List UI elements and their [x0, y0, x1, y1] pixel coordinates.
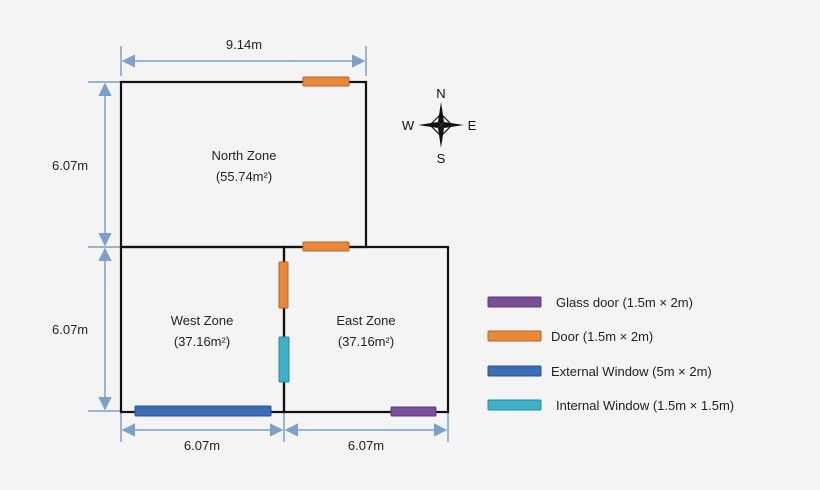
legend-swatch-internal-window	[487, 399, 542, 411]
east-zone-area: (37.16m²)	[338, 334, 394, 349]
legend-swatch-door	[487, 330, 542, 342]
zone-labels: North Zone (55.74m²) West Zone (37.16m²)…	[171, 148, 396, 349]
legend-label-external-window: External Window (5m × 2m)	[551, 364, 712, 379]
north-zone-room	[119, 80, 368, 249]
legend-swatch-glass-door	[487, 296, 542, 308]
dim-bottom-right-label: 6.07m	[348, 438, 384, 453]
glass-door	[390, 406, 437, 417]
dim-left-upper-label: 6.07m	[52, 158, 88, 173]
east-zone-name: East Zone	[336, 313, 395, 328]
compass-diamond	[429, 113, 453, 137]
legend-label-internal-window: Internal Window (1.5m × 1.5m)	[556, 398, 734, 413]
legend: Glass door (1.5m × 2m) Door (1.5m × 2m) …	[487, 295, 734, 413]
west-zone-area: (37.16m²)	[174, 334, 230, 349]
east-zone-room	[282, 245, 450, 414]
compass-label-n: N	[436, 86, 445, 101]
legend-label-door: Door (1.5m × 2m)	[551, 329, 653, 344]
west-east-door	[278, 261, 289, 309]
west-zone-name: West Zone	[171, 313, 234, 328]
north-zone-area: (55.74m²)	[216, 169, 272, 184]
internal-window	[278, 336, 290, 383]
dim-top-label: 9.14m	[226, 37, 262, 52]
external-window	[134, 405, 272, 417]
west-zone-room	[119, 245, 286, 414]
openings	[134, 76, 437, 417]
compass-label-w: W	[402, 118, 415, 133]
north-door	[302, 76, 350, 87]
compass-label-e: E	[468, 118, 477, 133]
dimension-lines: 9.14m 6.07m 6.07m 6.07m 6.07m	[52, 37, 449, 453]
dim-bottom-left-label: 6.07m	[184, 438, 220, 453]
legend-label-glass-door: Glass door (1.5m × 2m)	[556, 295, 693, 310]
north-east-door	[302, 241, 350, 252]
north-zone-name: North Zone	[211, 148, 276, 163]
legend-swatch-external-window	[487, 365, 542, 377]
compass-label-s: S	[437, 151, 446, 166]
dim-left-lower-label: 6.07m	[52, 322, 88, 337]
compass-rose-icon: N S W E	[402, 86, 477, 166]
